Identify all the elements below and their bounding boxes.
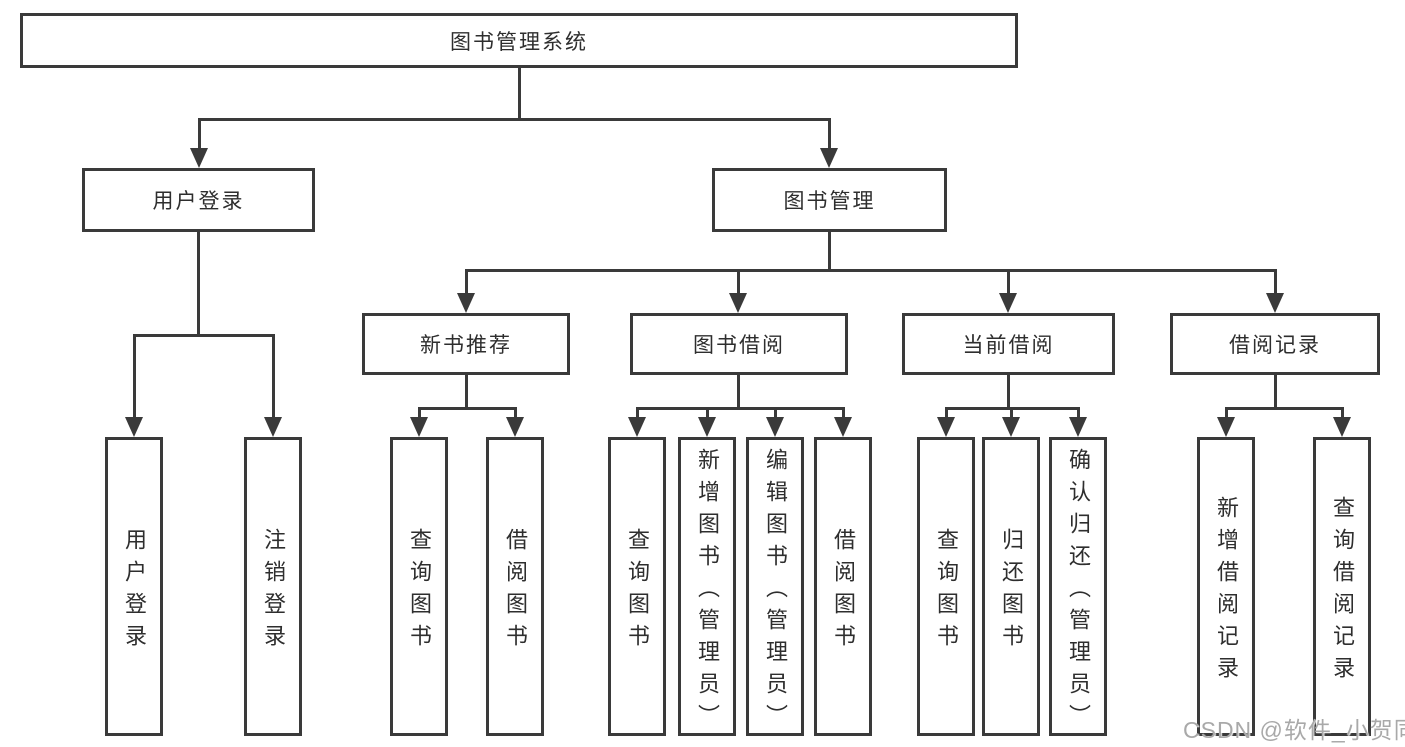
- connector-level2-bus: [465, 269, 1277, 272]
- connector-new-book-recommend-split: [418, 407, 517, 410]
- leaf-records-query-record-label: 查询借阅记录: [1330, 495, 1355, 688]
- arrowhead-records-query: [1333, 417, 1351, 437]
- leaf-newrec-borrow-books: 借阅图书: [486, 437, 544, 736]
- leaf-current-query-books-label: 查询图书: [934, 527, 959, 656]
- arrowhead-borrow-query: [628, 417, 646, 437]
- arrowhead-records-add: [1217, 417, 1235, 437]
- arrowhead-borrow-borrow: [834, 417, 852, 437]
- leaf-borrow-add-book-admin-label: 新增图书（管理员）: [695, 447, 720, 736]
- connector-drop-records-add: [1225, 407, 1228, 420]
- arrowhead-current-confirm: [1069, 417, 1087, 437]
- leaf-newrec-query-books-label: 查询图书: [407, 527, 432, 656]
- leaf-current-query-books: 查询图书: [917, 437, 975, 736]
- leaf-borrow-add-book-admin: 新增图书（管理员）: [678, 437, 736, 736]
- connector-drop-user-login: [198, 118, 201, 151]
- leaf-borrow-edit-book-admin: 编辑图书（管理员）: [746, 437, 804, 736]
- leaf-current-confirm-return-admin: 确认归还（管理员）: [1049, 437, 1107, 736]
- node-borrowing-records-label: 借阅记录: [1229, 334, 1321, 357]
- leaf-borrow-query-books-label: 查询图书: [625, 527, 650, 656]
- connector-drop-book-borrowing: [737, 269, 740, 296]
- arrowhead-current-borrowing: [999, 293, 1017, 313]
- node-current-borrowing: 当前借阅: [902, 313, 1115, 375]
- leaf-borrow-query-books: 查询图书: [608, 437, 666, 736]
- arrowhead-newrec-borrow: [506, 417, 524, 437]
- node-book-borrowing: 图书借阅: [630, 313, 848, 375]
- node-book-borrowing-label: 图书借阅: [693, 334, 785, 357]
- leaf-user-login: 用户登录: [105, 437, 163, 736]
- arrowhead-user-login: [190, 148, 208, 168]
- connector-drop-current-borrowing: [1007, 269, 1010, 296]
- connector-drop-current-query: [945, 407, 948, 420]
- connector-drop-borrow-borrow: [842, 407, 845, 420]
- leaf-records-add-record: 新增借阅记录: [1197, 437, 1255, 736]
- leaf-borrow-borrow-books-label: 借阅图书: [831, 527, 856, 656]
- connector-drop-records-query: [1341, 407, 1344, 420]
- connector-drop-book-management: [828, 118, 831, 151]
- connector-drop-borrowing-records: [1274, 269, 1277, 296]
- connector-new-book-recommend-stem: [465, 375, 468, 410]
- connector-level1-bus: [198, 118, 831, 121]
- connector-borrowing-records-split: [1225, 407, 1344, 410]
- node-user-login: 用户登录: [82, 168, 315, 232]
- connector-borrowing-records-stem: [1274, 375, 1277, 410]
- node-current-borrowing-label: 当前借阅: [962, 334, 1055, 357]
- leaf-borrow-edit-book-admin-label: 编辑图书（管理员）: [763, 447, 788, 736]
- leaf-user-login-label: 用户登录: [122, 527, 147, 656]
- arrowhead-borrow-add: [698, 417, 716, 437]
- leaf-newrec-borrow-books-label: 借阅图书: [503, 527, 528, 656]
- connector-book-borrowing-split: [636, 407, 845, 410]
- connector-drop-newrec-query: [418, 407, 421, 420]
- arrowhead-book-management: [820, 148, 838, 168]
- connector-drop-current-confirm: [1077, 407, 1080, 420]
- node-book-management-label: 图书管理: [783, 190, 876, 213]
- connector-drop-leaf-logout: [272, 334, 275, 419]
- watermark: CSDN @软件_小贺同学: [1183, 717, 1405, 743]
- arrowhead-borrow-edit: [766, 417, 784, 437]
- node-new-book-recommend: 新书推荐: [362, 313, 570, 375]
- leaf-current-return-books: 归还图书: [982, 437, 1040, 736]
- connector-drop-borrow-edit: [774, 407, 777, 420]
- node-library-management-system-label: 图书管理系统: [450, 30, 588, 54]
- connector-user-login-stem: [197, 232, 200, 337]
- node-borrowing-records: 借阅记录: [1170, 313, 1380, 375]
- connector-drop-borrow-query: [636, 407, 639, 420]
- arrowhead-borrowing-records: [1266, 293, 1284, 313]
- leaf-borrow-borrow-books: 借阅图书: [814, 437, 872, 736]
- leaf-current-confirm-return-admin-label: 确认归还（管理员）: [1066, 447, 1091, 736]
- connector-drop-borrow-add: [706, 407, 709, 420]
- leaf-records-query-record: 查询借阅记录: [1313, 437, 1371, 736]
- node-user-login-label: 用户登录: [152, 190, 245, 213]
- arrowhead-leaf-logout: [264, 417, 282, 437]
- connector-current-borrowing-stem: [1007, 375, 1010, 410]
- arrowhead-newrec-query: [410, 417, 428, 437]
- connector-drop-leaf-user-login: [133, 334, 136, 419]
- node-new-book-recommend-label: 新书推荐: [420, 334, 512, 357]
- arrowhead-book-borrowing: [729, 293, 747, 313]
- connector-book-borrowing-stem: [737, 375, 740, 410]
- connector-root-stem: [518, 68, 521, 121]
- node-book-management: 图书管理: [712, 168, 947, 232]
- leaf-logout-label: 注销登录: [261, 527, 286, 656]
- arrowhead-current-return: [1002, 417, 1020, 437]
- leaf-logout: 注销登录: [244, 437, 302, 736]
- arrowhead-leaf-user-login: [125, 417, 143, 437]
- arrowhead-current-query: [937, 417, 955, 437]
- leaf-current-return-books-label: 归还图书: [999, 527, 1024, 656]
- connector-drop-new-book-recommend: [465, 269, 468, 296]
- node-library-management-system: 图书管理系统: [20, 13, 1018, 68]
- leaf-records-add-record-label: 新增借阅记录: [1214, 495, 1239, 688]
- leaf-newrec-query-books: 查询图书: [390, 437, 448, 736]
- connector-drop-current-return: [1010, 407, 1013, 420]
- arrowhead-new-book-recommend: [457, 293, 475, 313]
- connector-user-login-split: [133, 334, 275, 337]
- connector-book-management-stem: [828, 232, 831, 272]
- connector-drop-newrec-borrow: [514, 407, 517, 420]
